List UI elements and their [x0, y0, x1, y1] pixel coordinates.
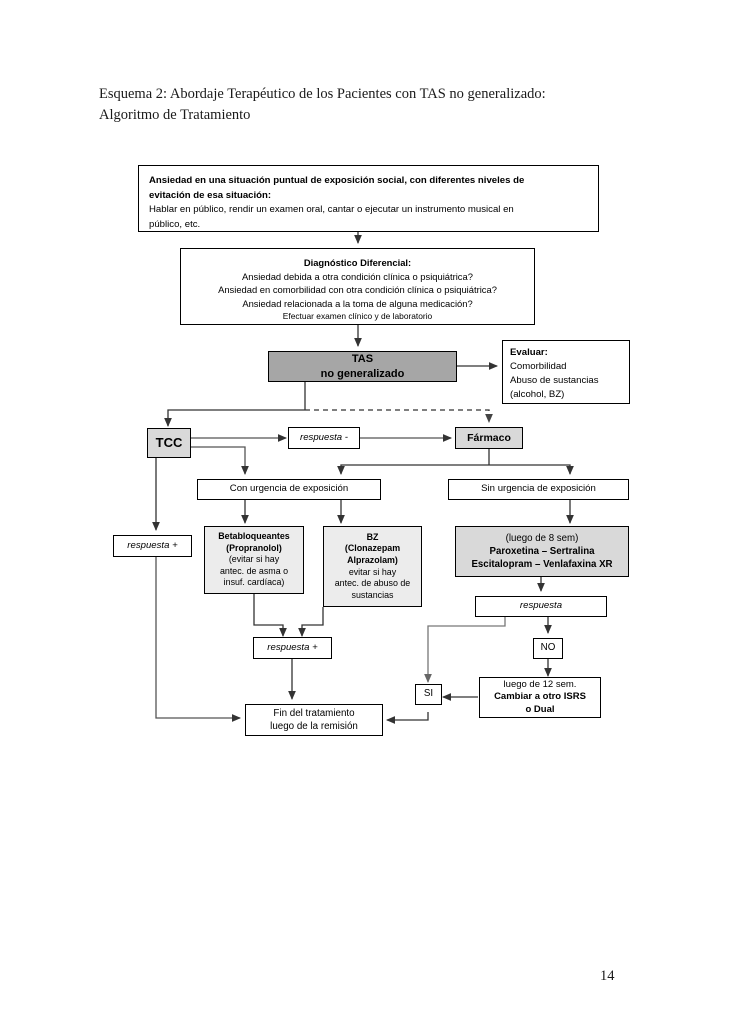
node-line: NO	[540, 642, 556, 654]
node-line: Abuso de sustancias	[510, 375, 599, 386]
node-con-urgencia-exposicion: Con urgencia de exposición	[197, 479, 381, 500]
node-line: evitar si hay	[348, 566, 397, 577]
node-line: luego de 12 sem.	[503, 678, 577, 690]
node-line: Ansiedad en una situación puntual de exp…	[149, 175, 525, 186]
node-line: (Clonazepam	[344, 543, 401, 554]
node-line: Escitalopram – Venlafaxina XR	[471, 559, 613, 570]
node-line: respuesta -	[300, 431, 348, 443]
node-line: Alprazolam)	[347, 554, 398, 565]
node-line: (alcohol, BZ)	[510, 389, 565, 400]
node-line: Comorbilidad	[510, 361, 567, 372]
node-cambiar-isrs-o-dual: luego de 12 sem. Cambiar a otro ISRS o D…	[479, 677, 601, 718]
page-title-line1: Esquema 2: Abordaje Terapéutico de los P…	[99, 86, 546, 102]
node-line: Ansiedad relacionada a la toma de alguna…	[242, 297, 473, 309]
node-line: Efectuar examen clínico y de laboratorio	[282, 311, 433, 322]
node-line: o Dual	[525, 703, 555, 715]
node-farmaco: Fármaco	[455, 427, 523, 449]
node-line: (Propranolol)	[226, 542, 282, 553]
node-line: evitación de esa situación:	[149, 189, 272, 201]
node-line: respuesta +	[127, 539, 178, 551]
node-line: antec. de asma o	[219, 565, 289, 576]
node-tas-no-generalizado: TAS no generalizado	[268, 351, 457, 382]
node-evaluar: Evaluar: Comorbilidad Abuso de sustancia…	[502, 340, 630, 404]
node-line: luego de la remisión	[270, 721, 358, 732]
node-line: TAS	[351, 352, 374, 365]
node-respuesta: respuesta	[475, 596, 607, 617]
node-line: sustancias	[351, 589, 394, 600]
node-line: Fin del tratamiento	[273, 707, 355, 719]
node-line: Hablar en público, rendir un examen oral…	[149, 204, 514, 215]
node-line: Sin urgencia de exposición	[481, 483, 596, 495]
node-line: antec. de abuso de	[334, 578, 411, 589]
node-line: público, etc.	[149, 218, 201, 230]
node-line: (evitar si hay	[228, 554, 280, 565]
node-line: Cambiar a otro ISRS	[494, 691, 586, 703]
node-benzodiazepinas: BZ (Clonazepam Alprazolam) evitar si hay…	[323, 526, 422, 607]
node-line: TCC	[155, 434, 183, 450]
node-no: NO	[533, 638, 563, 659]
page-title-line2: Algoritmo de Tratamiento	[99, 107, 251, 123]
node-respuesta-positiva-central: respuesta +	[253, 637, 332, 659]
node-line: Fármaco	[467, 431, 511, 444]
node-line: no generalizado	[320, 367, 405, 380]
node-diagnostico-diferencial: Diagnóstico Diferencial: Ansiedad debida…	[180, 248, 535, 325]
node-line: Diagnóstico Diferencial:	[303, 257, 412, 268]
node-line: respuesta +	[267, 641, 318, 653]
node-line: Paroxetina – Sertralina	[489, 546, 595, 557]
node-line: Ansiedad en comorbilidad con otra condic…	[218, 284, 497, 296]
node-isrs-primera-linea: (luego de 8 sem) Paroxetina – Sertralina…	[455, 526, 629, 577]
page-title: Esquema 2: Abordaje Terapéutico de los P…	[99, 84, 629, 126]
node-ansiedad-situacion: Ansiedad en una situación puntual de exp…	[138, 165, 599, 232]
node-respuesta-positiva-izquierda: respuesta +	[113, 535, 192, 557]
node-line: insuf. cardíaca)	[223, 577, 285, 588]
node-sin-urgencia-exposicion: Sin urgencia de exposición	[448, 479, 629, 500]
node-line: Ansiedad debida a otra condición clínica…	[242, 270, 473, 282]
node-line: Betabloqueantes	[218, 531, 290, 542]
page-number: 14	[600, 968, 615, 984]
node-line: respuesta	[519, 600, 563, 612]
node-line: (luego de 8 sem)	[505, 533, 579, 544]
node-tcc: TCC	[147, 428, 191, 458]
node-line: BZ	[366, 531, 379, 542]
node-line: Evaluar:	[510, 347, 548, 358]
node-line: SI	[423, 688, 434, 700]
node-betabloqueantes: Betabloqueantes (Propranolol) (evitar si…	[204, 526, 304, 594]
node-fin-del-tratamiento: Fin del tratamiento luego de la remisión	[245, 704, 383, 736]
node-si: SI	[415, 684, 442, 705]
node-respuesta-negativa: respuesta -	[288, 427, 360, 449]
node-line: Con urgencia de exposición	[229, 483, 349, 495]
